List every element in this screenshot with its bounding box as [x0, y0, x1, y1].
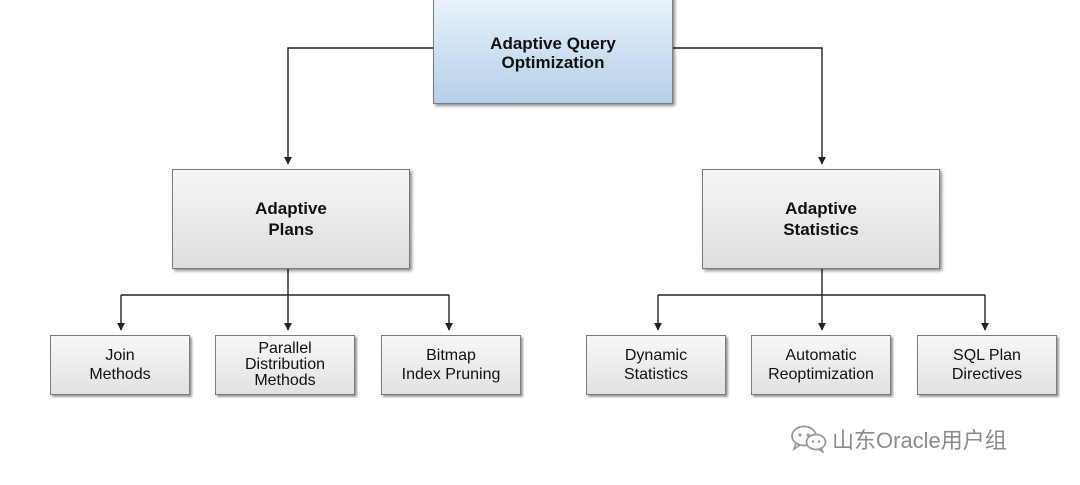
watermark: 山东Oracle用户组: [790, 423, 1007, 455]
root-node-adaptive-query-optimization: Adaptive Query Optimization: [433, 0, 673, 104]
leaf-join-methods-label: Join Methods: [89, 347, 151, 383]
root-to-adaptive-statistics-connector: [673, 47, 826, 165]
leaf-bitmap-index-pruning: Bitmap Index Pruning: [381, 335, 521, 395]
node-adaptive-statistics-label: Adaptive Statistics: [783, 199, 859, 239]
leaf-bitmap-index-pruning-label: Bitmap Index Pruning: [401, 347, 501, 383]
leaf-sql-plan-directives-label: SQL Plan Directives: [951, 347, 1023, 383]
leaf-dynamic-statistics-label: Dynamic Statistics: [623, 347, 688, 383]
leaf-automatic-reoptimization: Automatic Reoptimization: [751, 335, 891, 395]
root-node-label: Adaptive Query Optimization: [490, 34, 616, 72]
node-adaptive-plans: Adaptive Plans: [172, 169, 410, 269]
node-adaptive-plans-label: Adaptive Plans: [255, 199, 327, 239]
leaf-automatic-reoptimization-label: Automatic Reoptimization: [768, 347, 874, 383]
watermark-text: 山东Oracle用户组: [832, 428, 1007, 453]
wechat-icon: [791, 425, 827, 453]
leaf-parallel-distribution-methods: Parallel Distribution Methods: [215, 335, 355, 395]
leaf-sql-plan-directives: SQL Plan Directives: [917, 335, 1057, 395]
leaf-dynamic-statistics: Dynamic Statistics: [586, 335, 726, 395]
node-adaptive-statistics: Adaptive Statistics: [702, 169, 940, 269]
leaf-parallel-distribution-methods-label: Parallel Distribution Methods: [244, 340, 326, 389]
leaf-join-methods: Join Methods: [50, 335, 190, 395]
root-to-adaptive-plans-connector: [284, 47, 433, 165]
